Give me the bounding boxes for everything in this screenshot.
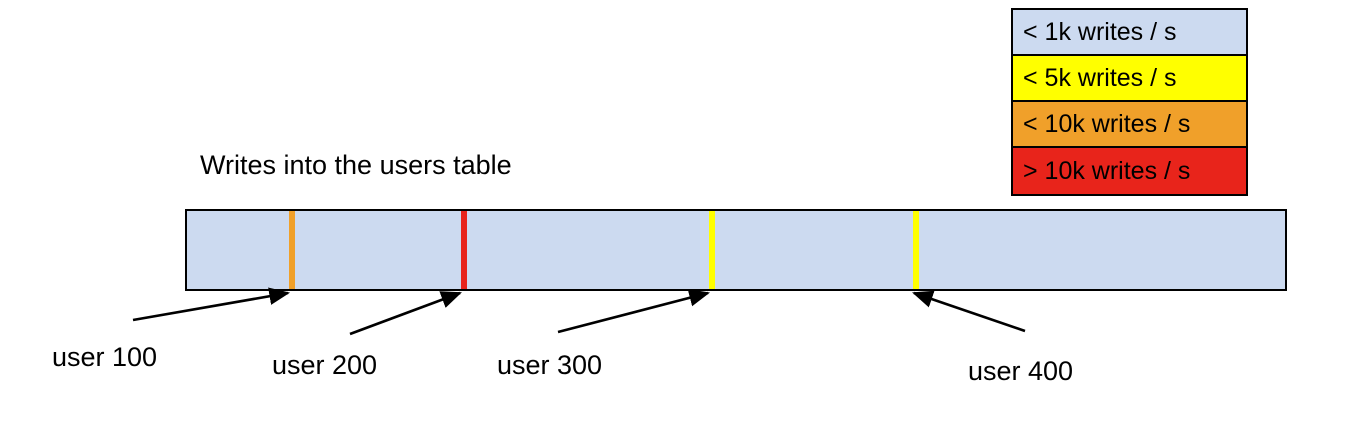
legend: < 1k writes / s < 5k writes / s < 10k wr…: [1011, 8, 1248, 196]
legend-row-under-10k: < 10k writes / s: [1013, 102, 1246, 148]
arrow-user-400: [912, 290, 1026, 333]
legend-row-over-10k: > 10k writes / s: [1013, 148, 1246, 194]
marker-label-user-400: user 400: [968, 356, 1074, 386]
arrow-user-200: [349, 291, 462, 336]
marker-label-user-200: user 200: [272, 350, 378, 380]
marker-label-user-100: user 100: [52, 342, 158, 372]
divider-user-100: [289, 211, 295, 289]
legend-label-under-5k: < 5k writes / s: [1023, 63, 1177, 92]
divider-user-200: [461, 211, 467, 289]
divider-user-400: [913, 211, 919, 289]
marker-label-user-300: user 300: [497, 350, 603, 380]
users-table-bar: [185, 209, 1287, 291]
divider-user-300: [709, 211, 715, 289]
legend-row-under-1k: < 1k writes / s: [1013, 10, 1246, 56]
arrow-user-100: [132, 287, 291, 322]
legend-row-under-5k: < 5k writes / s: [1013, 56, 1246, 102]
legend-label-over-10k: > 10k writes / s: [1023, 156, 1191, 185]
legend-label-under-10k: < 10k writes / s: [1023, 109, 1191, 138]
arrow-user-300: [557, 289, 711, 334]
chart-title: Writes into the users table: [200, 150, 512, 180]
legend-label-under-1k: < 1k writes / s: [1023, 17, 1177, 46]
